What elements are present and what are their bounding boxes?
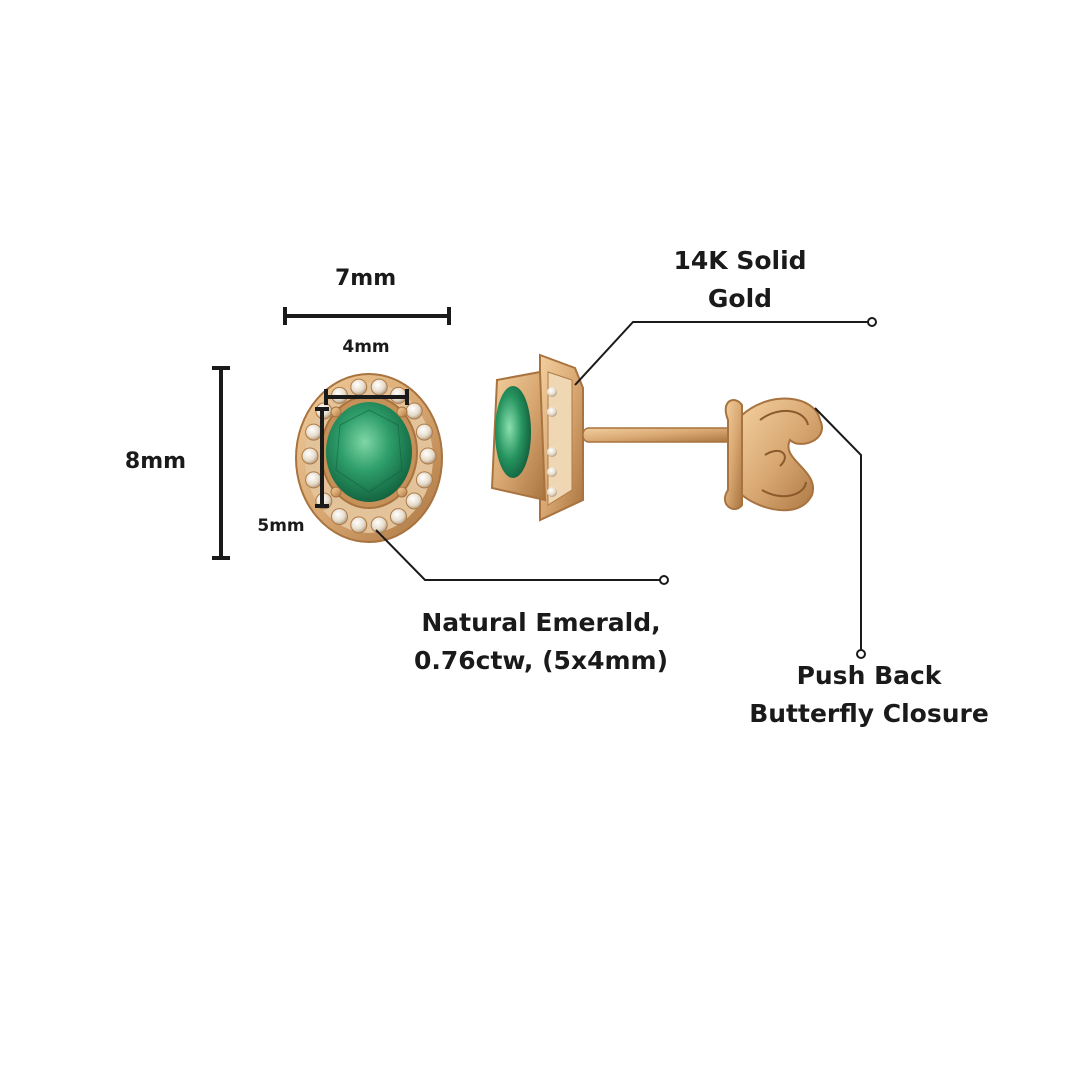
gold-callout-line1: 14K Solid [673,246,807,275]
front-view-earring [295,373,443,543]
halo-diamond [415,423,433,441]
emerald-side-view [495,386,531,478]
closure-callout-line [814,407,866,659]
emerald-callout-line [375,529,669,585]
halo-diamond [331,508,348,526]
halo-diamond [350,516,368,534]
stone-height-label: 5mm [257,516,305,536]
emerald-callout-line2: 0.76ctw, (5x4mm) [413,646,669,675]
halo-diamond [301,447,319,465]
halo-diamond [370,516,388,534]
closure-callout-label: Push Back Butterfly Closure [745,657,993,733]
emerald-callout-label: Natural Emerald, 0.76ctw, (5x4mm) [410,604,672,680]
halo-diamond [405,492,423,510]
halo-diamond [370,378,388,396]
halo-diamond [350,378,368,396]
closure-callout-line2: Butterfly Closure [749,699,989,728]
gold-callout-label: 14K Solid Gold [655,242,825,318]
width-dimension-line [283,307,451,325]
closure-callout-line1: Push Back [796,661,942,690]
butterfly-back [723,397,823,512]
halo-diamond [415,471,433,489]
gold-callout-line2: Gold [707,284,773,313]
halo-diamond [405,402,423,420]
stone-width-dimension-line [324,389,409,405]
width-label: 7mm [335,266,397,291]
stone-height-dimension-line [315,407,329,508]
halo-diamond [390,508,407,526]
halo-diamond [305,471,323,489]
stone-width-label: 4mm [342,337,390,357]
emerald-stone [326,402,412,502]
halo-diamond [419,447,437,465]
emerald-callout-line1: Natural Emerald, [421,608,661,637]
side-view-earring [490,353,823,522]
height-dimension-line [212,366,230,560]
height-label: 8mm [124,449,187,474]
gold-callout-line [574,317,877,386]
halo-diamond [305,423,323,441]
